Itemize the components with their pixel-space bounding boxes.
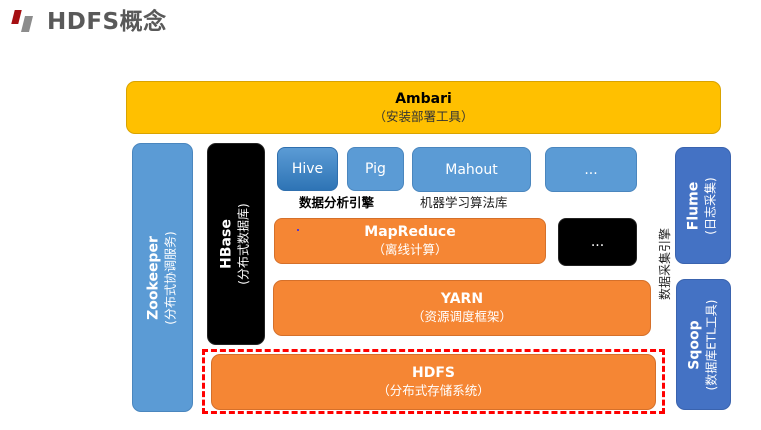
hdfs-box: HDFS （分布式存储系统） [211, 354, 656, 410]
more-compute-label: ... [590, 234, 605, 250]
sqoop-box: Sqoop (数据库ETL工具) [676, 279, 731, 410]
logo-red-bar-icon [11, 10, 22, 24]
data-collection-caption: 数据采集引擎 [658, 228, 672, 301]
yarn-subtitle: （资源调度框架） [411, 309, 512, 324]
hdfs-highlight-frame [202, 349, 665, 414]
pig-box: Pig [347, 147, 404, 191]
sqoop-subtitle: (数据库ETL工具) [704, 299, 719, 390]
hdfs-subtitle: （分布式存储系统） [377, 383, 490, 398]
more-tools-label: ... [584, 161, 598, 178]
flume-title: Flume [686, 181, 702, 230]
flume-box: Flume (日志采集) [675, 147, 731, 264]
analysis-engine-caption: 数据分析引擎 [299, 195, 375, 210]
ambari-subtitle: （安装部署工具） [373, 108, 474, 124]
hbase-box: HBase (分布式数据库) [207, 143, 265, 345]
page-title: HDFS概念 [47, 9, 167, 35]
logo-gray-bar-icon [21, 16, 33, 32]
ambari-title: Ambari [395, 90, 452, 107]
flume-subtitle: (日志采集) [704, 176, 718, 235]
mapreduce-title: MapReduce [364, 224, 456, 240]
pig-label: Pig [365, 161, 386, 177]
more-tools-box: ... [545, 147, 637, 192]
mahout-box: Mahout [412, 147, 531, 192]
more-compute-box: ... [558, 218, 637, 266]
ml-library-caption: 机器学习算法库 [420, 195, 508, 210]
hdfs-title: HDFS [412, 365, 455, 381]
zookeeper-subtitle: (分布式协调服务) [163, 230, 178, 325]
hbase-subtitle: (分布式数据库) [237, 203, 251, 285]
hbase-title: HBase [219, 219, 235, 269]
hive-box: Hive [277, 147, 338, 191]
ambari-box: Ambari （安装部署工具） [126, 81, 721, 134]
sqoop-title: Sqoop [686, 319, 703, 370]
mapreduce-box: MapReduce （离线计算） [274, 218, 546, 264]
zookeeper-box: Zookeeper (分布式协调服务) [132, 143, 193, 412]
yarn-box: YARN （资源调度框架） [273, 280, 651, 336]
mapreduce-subtitle: （离线计算） [372, 242, 448, 257]
mahout-label: Mahout [445, 161, 498, 178]
stray-dot [297, 229, 299, 231]
zookeeper-title: Zookeeper [145, 235, 162, 320]
yarn-title: YARN [440, 291, 484, 307]
hive-label: Hive [291, 161, 324, 177]
